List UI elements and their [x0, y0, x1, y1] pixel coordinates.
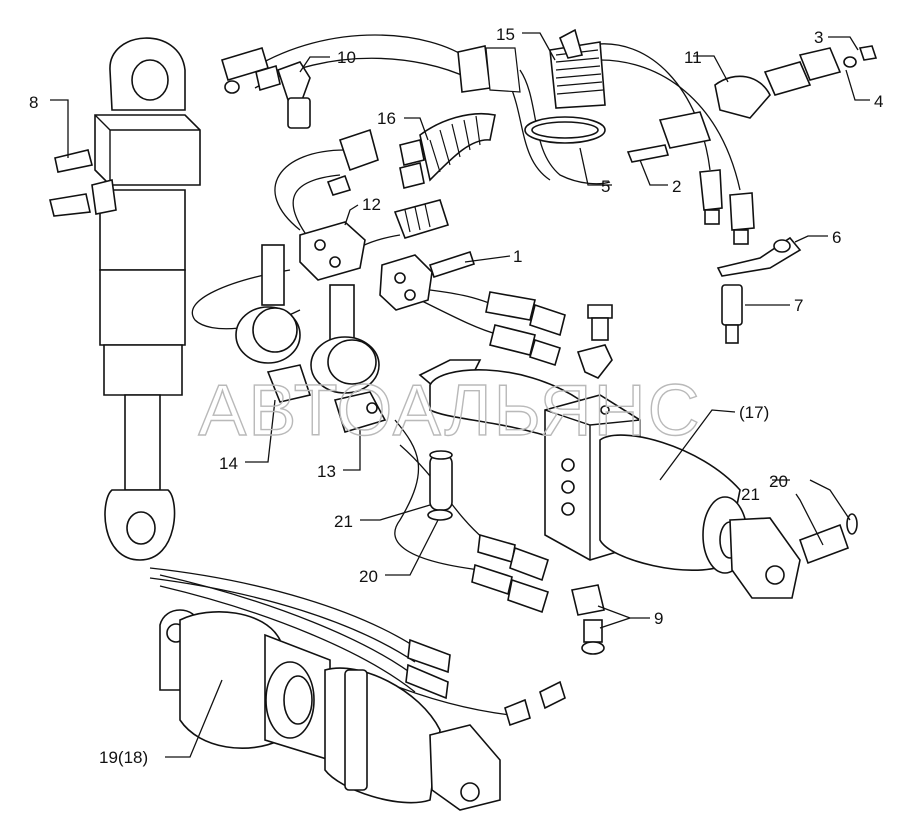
callout-3: 3	[814, 28, 823, 47]
callout-11: 11	[684, 48, 702, 67]
small-parts-right	[626, 45, 878, 344]
callout-4: 4	[874, 92, 883, 111]
callout-21-right: 21	[741, 485, 760, 504]
callout-10: 10	[337, 48, 356, 67]
callout-20-right: 20	[769, 472, 788, 491]
callout-5: 5	[601, 177, 610, 196]
clamp-block-1	[379, 250, 476, 311]
callout-1: 1	[513, 247, 522, 266]
vertical-cylinder	[94, 37, 201, 561]
bottom-cylinder-19	[159, 609, 501, 811]
callout-2: 2	[672, 177, 681, 196]
bellows-hose-16	[326, 112, 496, 196]
callout-9: 9	[654, 609, 663, 628]
callout-15: 15	[496, 25, 515, 44]
watermark-logo: АВТОАЛЬЯНС	[198, 371, 701, 451]
callout-labels: 8 10 15 16 11 3 4 5 2 6 7 1 12 14 13 21 …	[29, 25, 883, 767]
pipe-clamps-14-13	[235, 244, 387, 433]
callout-12: 12	[362, 195, 381, 214]
callout-19-18: 19(18)	[99, 748, 148, 767]
fittings-middle	[485, 291, 613, 379]
callout-16: 16	[377, 109, 396, 128]
pin-and-clip-middle	[427, 450, 453, 521]
callout-14: 14	[219, 454, 238, 473]
leader-lines	[50, 32, 870, 758]
fittings-lower	[471, 533, 605, 727]
clamp-block-12	[299, 199, 450, 281]
hose-clamp-5	[524, 116, 606, 144]
callout-7: 7	[794, 296, 803, 315]
callout-20-middle: 20	[359, 567, 378, 586]
horizontal-cylinder-17	[418, 359, 858, 599]
callout-6: 6	[832, 228, 841, 247]
callout-17: (17)	[739, 403, 769, 422]
fittings-8	[49, 149, 117, 217]
callout-21-middle: 21	[334, 512, 353, 531]
connectors-15	[457, 28, 606, 109]
callout-13: 13	[317, 462, 336, 481]
callout-8: 8	[29, 93, 38, 112]
fittings-10	[221, 47, 311, 129]
